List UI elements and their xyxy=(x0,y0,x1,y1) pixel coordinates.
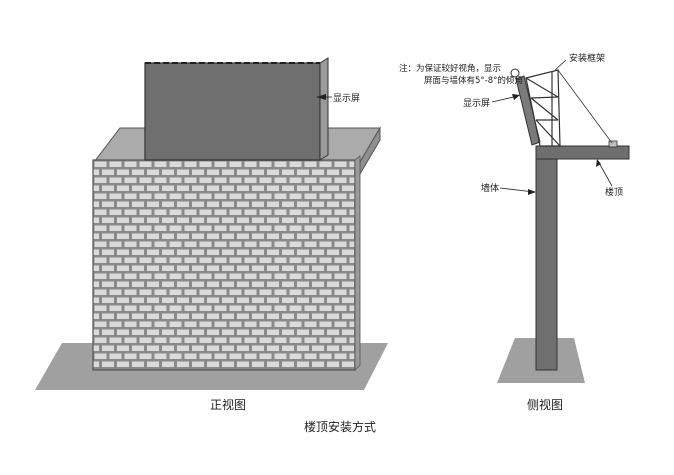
front-screen-label: 显示屏 xyxy=(333,93,360,104)
roof-parapet xyxy=(608,140,618,148)
side-view: 安装框架 注：为保证较好视角，显示 屏面与墙体有5°-8°的倾角 显示屏 墙体 … xyxy=(399,52,630,412)
side-screen-arrow xyxy=(512,94,520,100)
mounting-frame xyxy=(525,69,613,147)
screen-label-arrow xyxy=(316,94,326,100)
frame-label-leader xyxy=(554,59,567,71)
pivot-marker xyxy=(510,68,520,78)
side-screen-label: 显示屏 xyxy=(463,98,490,109)
roof-label: 楼顶 xyxy=(605,186,623,198)
wall-arrow xyxy=(528,189,536,195)
frame-label: 安装框架 xyxy=(569,52,605,64)
tilt-note-line1: 注：为保证较好视角，显示 xyxy=(399,63,501,74)
tilt-note-line2: 屏面与墙体有5°-8°的倾角 xyxy=(424,75,523,86)
front-view: 显示屏 正视图 xyxy=(35,57,388,412)
wall-label: 墙体 xyxy=(481,182,499,194)
screen-frame-side xyxy=(319,57,329,161)
roof-label-leader xyxy=(597,160,613,187)
front-display-screen xyxy=(144,62,321,161)
side-roof-slab xyxy=(535,145,630,160)
side-view-caption: 侧视图 xyxy=(527,397,563,412)
diagram-title: 楼顶安装方式 xyxy=(304,419,376,434)
building-side-face xyxy=(354,155,361,371)
roof-arrow xyxy=(596,159,601,167)
brick-building xyxy=(92,159,356,371)
side-wall xyxy=(535,149,558,371)
front-view-caption: 正视图 xyxy=(210,397,246,412)
side-display-screen xyxy=(515,75,541,146)
